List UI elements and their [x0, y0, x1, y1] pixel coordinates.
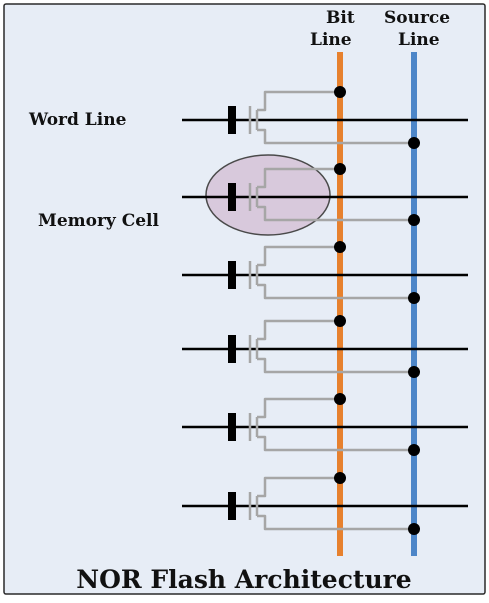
memory-cell-highlight [205, 154, 331, 236]
bit-line-node [334, 86, 346, 98]
bit-line-node [334, 241, 346, 253]
source-line-label-bottom: Line [398, 30, 440, 50]
source-connection [257, 205, 414, 222]
source-connection [257, 283, 414, 300]
drain-connection [257, 245, 340, 267]
memory-cell-label: Memory Cell [38, 211, 160, 231]
transistor-gate [228, 183, 236, 211]
bit-line-label-bottom: Line [310, 30, 352, 50]
bit-line-node [334, 163, 346, 175]
transistor-gate [228, 335, 236, 363]
source-line-node [408, 137, 420, 149]
transistor [248, 397, 414, 452]
source-line-node [408, 444, 420, 456]
diagram-title: NOR Flash Architecture [76, 565, 411, 594]
source-connection [257, 435, 414, 452]
transistor [248, 476, 414, 531]
source-connection [257, 514, 414, 531]
drain-connection [257, 167, 340, 189]
diagram-panel [3, 3, 486, 595]
memory-cell [182, 163, 468, 226]
drain-connection [257, 319, 340, 341]
transistor-gate [228, 492, 236, 520]
transistor [248, 90, 414, 145]
transistor-gate [228, 261, 236, 289]
memory-cell [182, 241, 468, 304]
word-line-label: Word Line [28, 110, 127, 130]
memory-cell [182, 393, 468, 456]
transistor-gate [228, 413, 236, 441]
memory-cell [182, 472, 468, 535]
memory-cell [182, 315, 468, 378]
bit-line-node [334, 315, 346, 327]
drain-connection [257, 476, 340, 498]
drain-connection [257, 397, 340, 419]
source-line-label-top: Source [384, 8, 450, 28]
drain-connection [257, 90, 340, 112]
transistor-gate [228, 106, 236, 134]
transistor [248, 245, 414, 300]
memory-cell [182, 86, 468, 149]
bit-line-label-top: Bit [326, 8, 355, 28]
source-connection [257, 128, 414, 145]
bit-line-node [334, 472, 346, 484]
transistor [248, 319, 414, 374]
source-line-node [408, 366, 420, 378]
source-line-node [408, 292, 420, 304]
memory-cell-array [182, 86, 468, 535]
bit-line-node [334, 393, 346, 405]
transistor [248, 167, 414, 222]
source-line-node [408, 523, 420, 535]
source-connection [257, 357, 414, 374]
source-line-node [408, 214, 420, 226]
